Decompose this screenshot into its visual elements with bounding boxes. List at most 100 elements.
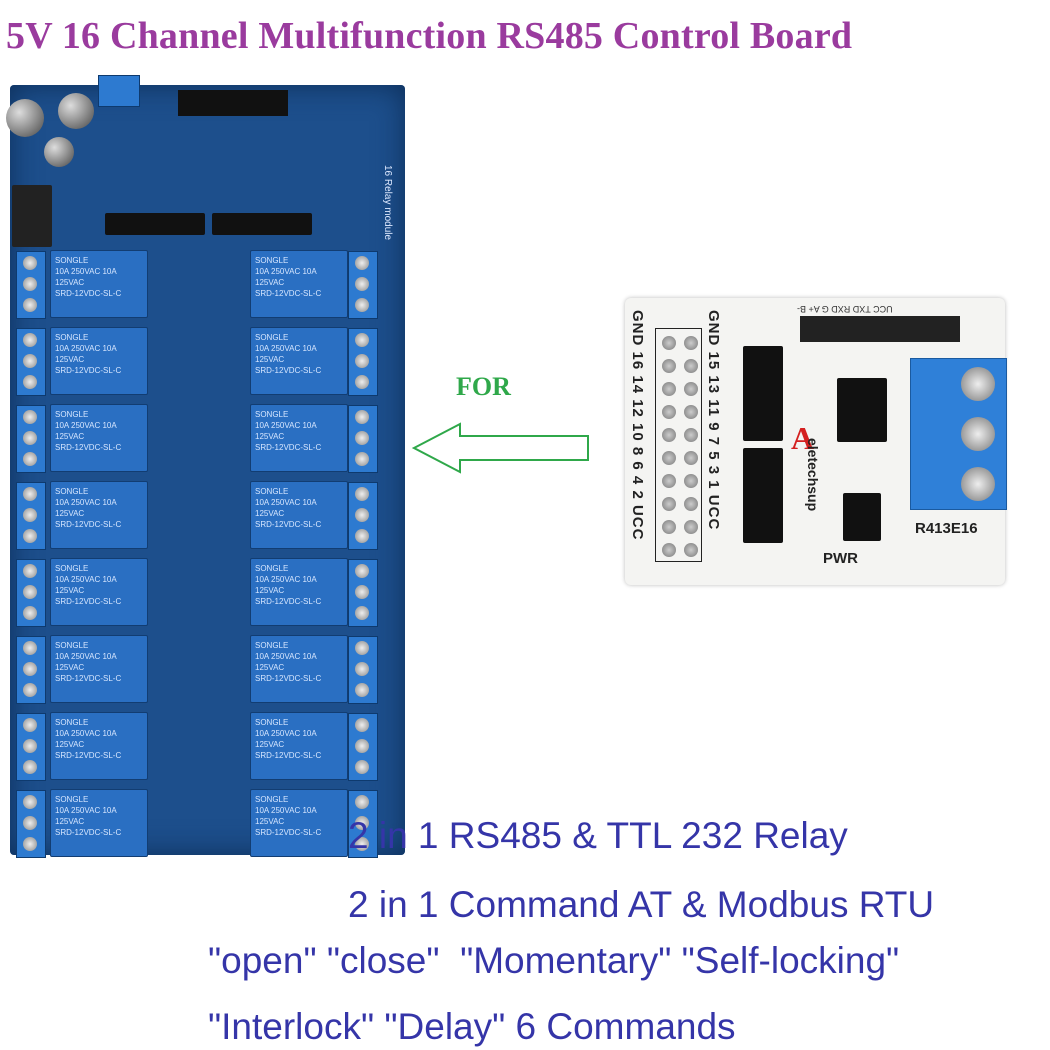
relay-text: 10A 250VAC 10A 125VAC [255,267,317,287]
pin [684,405,698,419]
relay-terminal-right [348,790,378,858]
relay-text: SONGLE [255,564,289,573]
watermark: A [791,420,815,456]
relay-text: SRD-12VDC-SL-C [55,597,122,606]
relay-text: 10A 250VAC 10A 125VAC [255,344,317,364]
relay-right: SONGLE 10A 250VAC 10A 125VAC SRD-12VDC-SL-… [250,250,348,318]
relay-terminal-right [348,405,378,473]
relay-terminal-left [16,636,46,704]
ic-chip [843,493,881,541]
relay-text: SONGLE [255,333,289,342]
relay-text: 10A 250VAC 10A 125VAC [255,652,317,672]
relay-text: SRD-12VDC-SL-C [55,751,122,760]
relay-terminal-left [16,328,46,396]
relay-text: 10A 250VAC 10A 125VAC [255,498,317,518]
uart-header [800,316,960,342]
relay-text: SONGLE [55,256,89,265]
relay-left: SONGLE 10A 250VAC 10A 125VAC SRD-12VDC-SL-… [50,558,148,626]
relay-text: SRD-12VDC-SL-C [255,366,322,375]
relay-terminal-right [348,328,378,396]
pin [662,497,676,511]
relay-text: SONGLE [55,487,89,496]
relay-text: SRD-12VDC-SL-C [255,289,322,298]
relay-text: SONGLE [255,795,289,804]
relay-text: 10A 250VAC 10A 125VAC [255,729,317,749]
io-pin-header [655,328,702,562]
capacitor [58,93,94,129]
rs485-terminal [910,358,1007,510]
model-label: R413E16 [915,520,978,537]
rs485-chip [837,378,887,442]
pin-labels-left: GND 16 14 12 10 8 6 4 2 UCC [629,310,646,541]
arrow-label: FOR [456,372,511,401]
feature-line-2: 2 in 1 Command AT & Modbus RTU [348,884,935,925]
relay-text: 10A 250VAC 10A 125VAC [255,575,317,595]
relay-terminal-left [16,482,46,550]
pin [662,543,676,557]
pin [684,497,698,511]
relay-text: SRD-12VDC-SL-C [55,443,122,452]
relay-text: SRD-12VDC-SL-C [255,597,322,606]
pin [662,520,676,534]
relay-right: SONGLE 10A 250VAC 10A 125VAC SRD-12VDC-SL-… [250,558,348,626]
relay-text: SRD-12VDC-SL-C [255,828,322,837]
ic-chip [743,448,783,543]
relay-text: 10A 250VAC 10A 125VAC [255,421,317,441]
ic-chip [212,213,312,235]
board-label: 16 Relay module [382,165,393,241]
pin [684,451,698,465]
power-terminal [98,75,140,107]
relay-right: SONGLE 10A 250VAC 10A 125VAC SRD-12VDC-SL-… [250,327,348,395]
relay-text: SONGLE [55,795,89,804]
pin-labels-right: GND 15 13 11 9 7 5 3 1 UCC [705,310,722,531]
relay-terminal-right [348,636,378,704]
relay-text: 10A 250VAC 10A 125VAC [55,575,117,595]
relay-text: SONGLE [55,564,89,573]
relay-text: SONGLE [55,718,89,727]
relay-terminal-left [16,713,46,781]
relay-terminal-left [16,790,46,858]
pin [662,451,676,465]
pin [662,428,676,442]
relay-text: SRD-12VDC-SL-C [255,674,322,683]
relay-text: SONGLE [255,410,289,419]
feature-line-3: "open" "close" "Momentary" "Self-locking… [208,940,900,981]
relay-terminal-left [16,559,46,627]
relay-text: SRD-12VDC-SL-C [255,443,322,452]
relay-text: 10A 250VAC 10A 125VAC [55,344,117,364]
feature-line-1: 2 in 1 RS485 & TTL 232 Relay [348,815,848,856]
relay-text: 10A 250VAC 10A 125VAC [255,806,317,826]
relay-text: SONGLE [55,333,89,342]
capacitor [6,99,44,137]
relay-terminal-left [16,405,46,473]
relay-text: 10A 250VAC 10A 125VAC [55,267,117,287]
relay-terminal-right [348,713,378,781]
pin [662,359,676,373]
relay-right: SONGLE 10A 250VAC 10A 125VAC SRD-12VDC-SL-… [250,404,348,472]
pin [684,520,698,534]
relay-text: SONGLE [55,641,89,650]
pin [662,382,676,396]
capacitor [44,137,74,167]
pwr-label: PWR [823,550,858,567]
relay-text: 10A 250VAC 10A 125VAC [55,652,117,672]
pin [684,382,698,396]
control-module-image: UCC TXD RXD G A+ B- A eletechsup PWR R41… [625,298,1007,585]
pin [684,474,698,488]
relay-text: SRD-12VDC-SL-C [255,520,322,529]
pin [662,405,676,419]
brand-label: eletechsup [805,438,821,512]
relay-text: SONGLE [55,410,89,419]
relay-text: SONGLE [255,256,289,265]
relay-right: SONGLE 10A 250VAC 10A 125VAC SRD-12VDC-SL-… [250,789,348,857]
pin [684,359,698,373]
pin-header [178,90,288,116]
relay-terminal-right [348,251,378,319]
relay-text: 10A 250VAC 10A 125VAC [55,806,117,826]
